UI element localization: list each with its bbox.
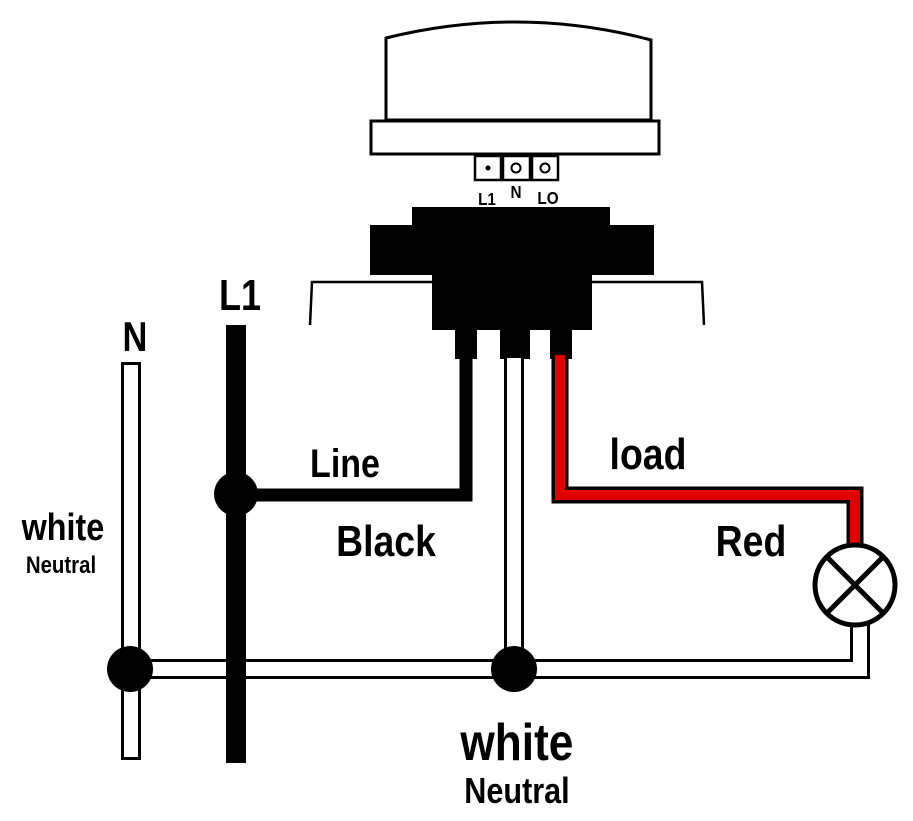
- junction-left-neutral: [107, 646, 153, 692]
- left-white-label: white: [21, 507, 104, 549]
- line-wire-black: [236, 355, 473, 502]
- line-label: Line: [310, 440, 380, 485]
- n-bus-label: N: [123, 314, 148, 361]
- bottom-neutral-label: Neutral: [464, 772, 569, 812]
- lamp-icon: [812, 542, 898, 628]
- left-neutral-label: Neutral: [26, 551, 96, 578]
- terminal-n-label: N: [510, 182, 521, 202]
- junction-l1-line: [214, 472, 258, 516]
- terminal-lo-label: LO: [537, 188, 558, 208]
- photocell-base-ring: [369, 119, 661, 156]
- l1-bus-label: L1: [219, 271, 261, 320]
- terminal-n-screw: [510, 162, 522, 174]
- receptacle-body: [370, 207, 654, 359]
- bottom-white-label: white: [460, 714, 574, 772]
- load-wire-red: [551, 355, 864, 550]
- terminal-l1-dot: [485, 165, 491, 171]
- terminal-l1-label: L1: [478, 189, 496, 209]
- mounting-bracket-right: [592, 280, 706, 326]
- mounting-bracket-left: [308, 280, 432, 326]
- terminal-block: [473, 154, 560, 182]
- neutral-wiring: [121, 358, 870, 760]
- junction-center-neutral: [491, 646, 537, 692]
- photocell-dome: [384, 20, 653, 122]
- red-label: Red: [716, 516, 787, 566]
- black-label: Black: [336, 516, 436, 566]
- load-label: load: [610, 429, 687, 479]
- terminal-lo-screw: [539, 162, 551, 174]
